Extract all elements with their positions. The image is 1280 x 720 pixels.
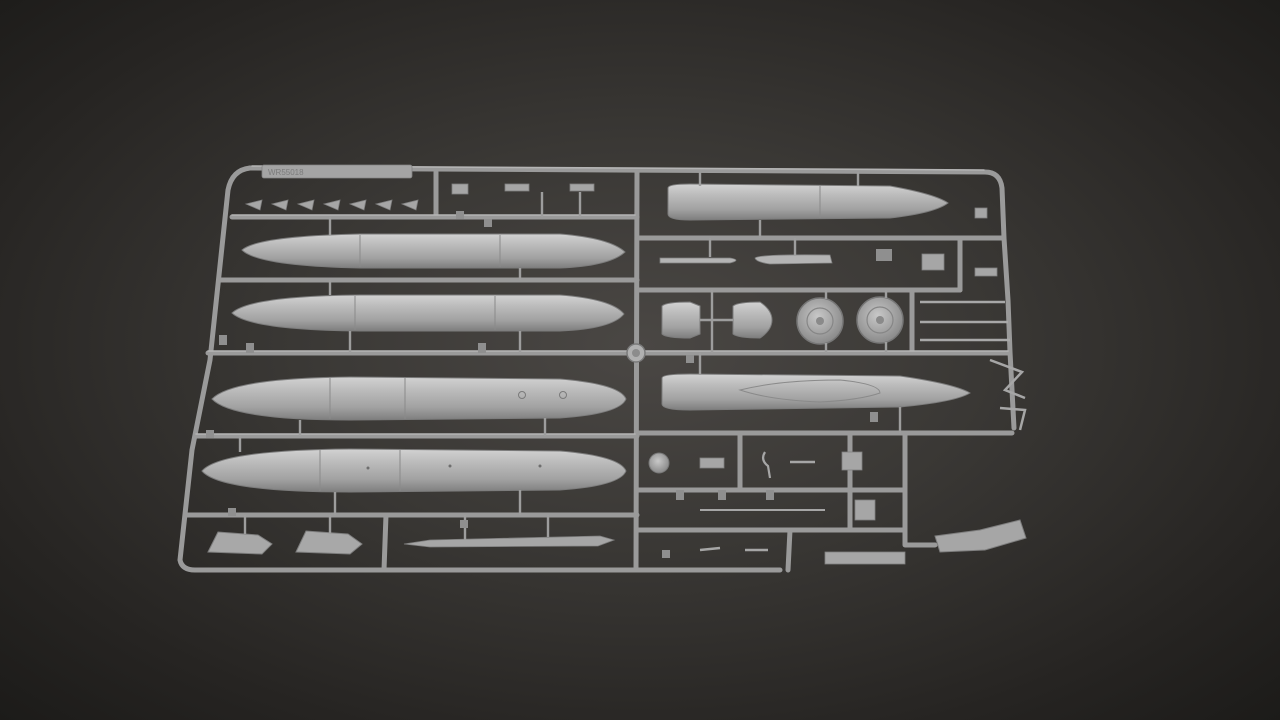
intake-parts bbox=[661, 290, 773, 353]
sprue-code-text: WR55018 bbox=[268, 168, 304, 177]
wheel-right bbox=[856, 290, 904, 353]
sprue-center-hub bbox=[626, 343, 646, 363]
drop-tank-2 bbox=[231, 280, 625, 353]
gate-tabs bbox=[206, 211, 892, 558]
pylon-upper bbox=[667, 172, 949, 238]
drop-tank-3 bbox=[211, 376, 627, 436]
pylon-lower bbox=[661, 353, 971, 433]
small-rods bbox=[659, 238, 833, 265]
long-rail-part bbox=[403, 515, 616, 548]
runner-frame bbox=[177, 165, 1017, 573]
wheel-left bbox=[796, 290, 844, 353]
drop-tank-4 bbox=[201, 436, 627, 515]
small-fittings-top bbox=[244, 183, 595, 217]
drop-tank-1 bbox=[241, 217, 626, 280]
wedge-parts bbox=[207, 515, 363, 555]
landing-gear-struts bbox=[920, 207, 1027, 431]
sprue-code-plate: WR55018 bbox=[261, 164, 413, 179]
small-detail-parts bbox=[648, 253, 1027, 565]
